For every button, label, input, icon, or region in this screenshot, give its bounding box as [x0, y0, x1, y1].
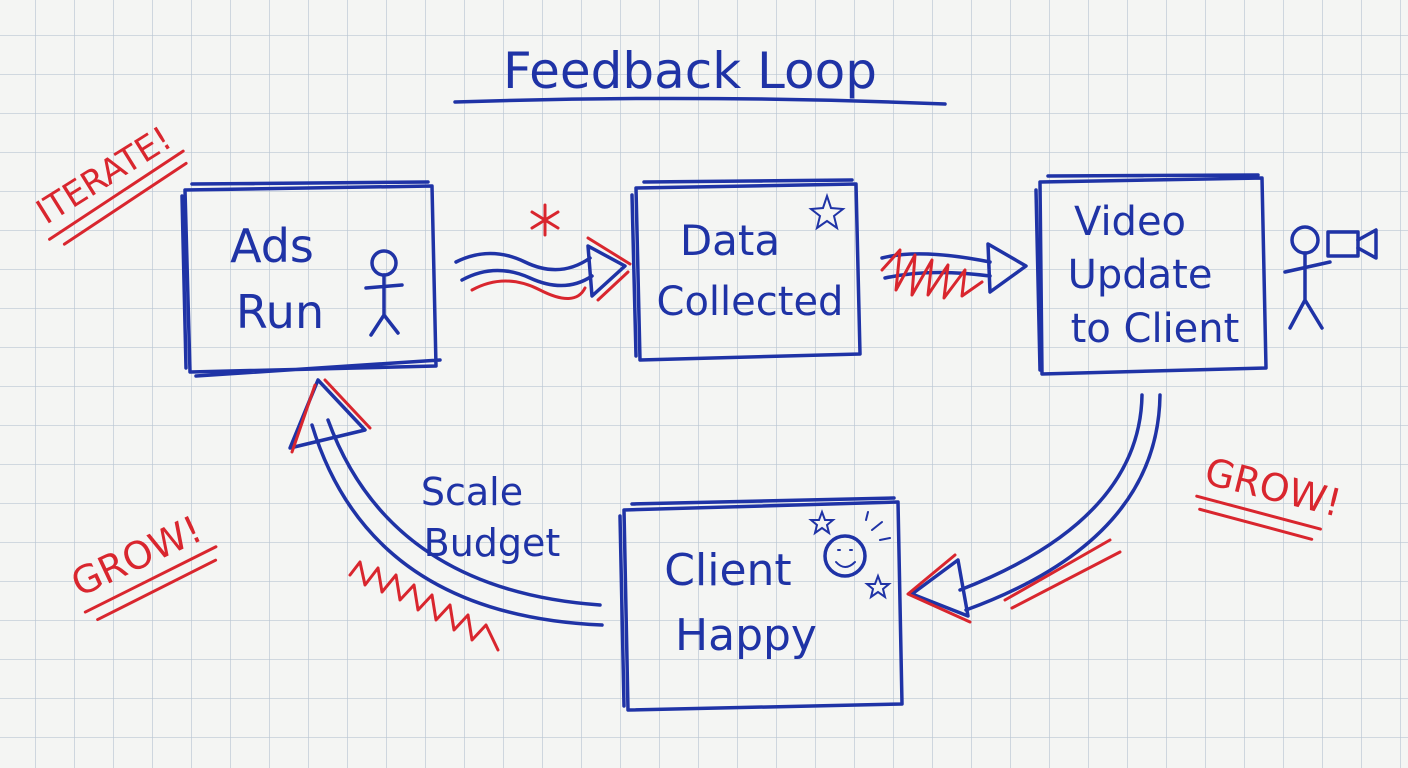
node-client-happy: Client Happy — [618, 496, 904, 712]
node-label-line: to Client — [1071, 306, 1240, 352]
node-data-collected: Data Collected — [630, 178, 862, 362]
star-icon — [808, 509, 836, 536]
title: Feedback Loop — [453, 42, 947, 106]
node-label-line: Ads — [230, 219, 314, 273]
title-underline — [453, 96, 947, 106]
star-icon — [864, 573, 892, 600]
node-label-line: Video — [1074, 199, 1186, 245]
box-border — [180, 180, 442, 378]
asterisk-icon — [530, 203, 560, 237]
node-label-line: Client — [664, 545, 791, 596]
edge-label-line: Budget — [424, 521, 561, 565]
node-ads-run: Ads Run — [180, 180, 442, 378]
star-icon — [808, 192, 846, 231]
arrow-client-to-ads: Scale Budget — [288, 378, 604, 652]
edge-label-line: Scale — [421, 470, 523, 514]
stick-figure-icon — [364, 249, 404, 337]
title-text: Feedback Loop — [503, 42, 877, 100]
arrow-data-to-video — [880, 242, 1028, 300]
node-label-line: Happy — [675, 610, 817, 661]
node-label-line: Collected — [657, 279, 844, 325]
box-border — [630, 178, 862, 362]
box-border — [1034, 173, 1268, 376]
smiley-face-icon — [823, 511, 891, 578]
arrow-ads-to-data — [454, 203, 632, 302]
box-border — [618, 496, 904, 712]
camera-person-icon — [1283, 225, 1378, 330]
node-video-update: Video Update to Client — [1034, 173, 1378, 376]
node-label-line: Update — [1068, 252, 1213, 298]
node-label-line: Run — [236, 285, 324, 339]
node-label-line: Data — [680, 216, 780, 265]
arrow-video-to-client — [906, 393, 1162, 624]
